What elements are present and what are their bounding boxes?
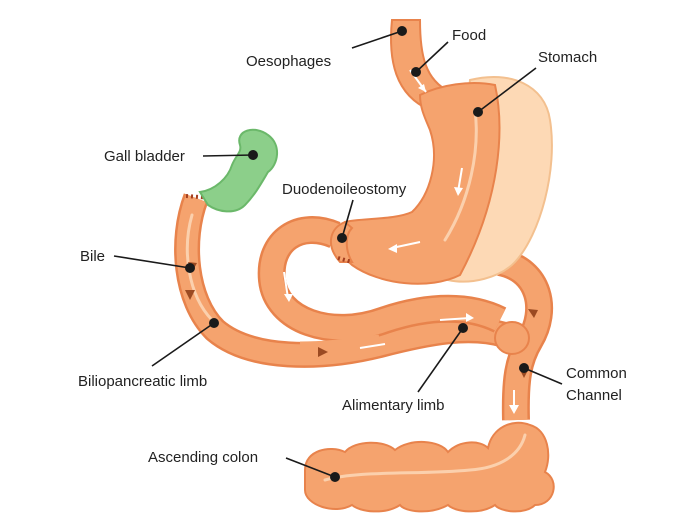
- flow-arrowhead-alimentary-3: [466, 313, 474, 322]
- dot-bile: [185, 263, 195, 273]
- flow-arrow-alimentary-1: [283, 271, 289, 299]
- flow-arrowhead-stomach-2: [388, 244, 397, 253]
- dot-ascending-colon: [330, 472, 340, 482]
- dot-biliopancreatic-limb: [209, 318, 219, 328]
- flow-arrowhead-oesophagus: [418, 84, 426, 92]
- dot-alimentary-limb: [458, 323, 468, 333]
- flow-arrow-alimentary-2: [359, 343, 386, 349]
- bile-flow-arrow-5: [528, 309, 538, 318]
- common-channel: [496, 248, 554, 421]
- leader-food: [415, 41, 449, 73]
- label-alimentary-limb: Alimentary limb: [342, 397, 445, 414]
- bile-flow-arrow-2: [185, 290, 195, 300]
- alimentary-limb: [257, 216, 530, 363]
- leader-oesophages: [351, 30, 403, 49]
- label-common-channel-line1: Common: [566, 365, 627, 382]
- leader-ascending-colon: [285, 457, 336, 478]
- label-duodenoileostomy: Duodenoileostomy: [282, 181, 407, 198]
- colon-highlight: [323, 433, 527, 482]
- leader-lines: [113, 26, 563, 482]
- leader-gall-bladder: [202, 154, 254, 157]
- label-bile: Bile: [80, 248, 105, 265]
- flow-arrowhead-alimentary-1: [284, 294, 293, 302]
- labels: Oesophages Food Stomach Gall bladder Duo…: [78, 27, 627, 466]
- stomach: [330, 19, 553, 285]
- leader-stomach: [477, 67, 537, 113]
- stomach-highlight: [443, 108, 478, 242]
- leader-duodenoileostomy: [341, 199, 354, 239]
- ascending-colon: [304, 421, 555, 513]
- leader-biliopancreatic-limb: [151, 322, 215, 367]
- dot-food: [411, 67, 421, 77]
- stomach-sleeve: [339, 82, 501, 285]
- label-oesophages: Oesophages: [246, 53, 331, 70]
- limb-junction: [494, 321, 530, 355]
- label-gall-bladder: Gall bladder: [104, 148, 185, 165]
- label-ascending-colon: Ascending colon: [148, 449, 258, 466]
- label-biliopancreatic-limb: Biliopancreatic limb: [78, 373, 207, 390]
- gall-bladder: [198, 128, 278, 213]
- leader-bile: [113, 255, 191, 269]
- leader-alimentary-limb: [417, 327, 464, 393]
- common-channel-fill: [496, 250, 551, 421]
- alimentary-limb-fill: [260, 218, 506, 340]
- label-common-channel-line2: Channel: [566, 387, 622, 404]
- gall-bladder-shape: [198, 128, 278, 213]
- dot-duodenoileostomy: [337, 233, 347, 243]
- dot-oesophages: [397, 26, 407, 36]
- dot-stomach: [473, 107, 483, 117]
- colon-body: [304, 421, 555, 513]
- flow-arrowhead-stomach-1: [454, 187, 463, 196]
- leader-common-channel: [523, 367, 563, 385]
- flow-arrow-alimentary-3: [439, 317, 471, 321]
- label-food: Food: [452, 27, 486, 44]
- flow-arrowhead-colon: [509, 405, 519, 414]
- bile-flow-arrow-3: [318, 347, 328, 357]
- dot-gall-bladder: [248, 150, 258, 160]
- dot-common-channel: [519, 363, 529, 373]
- label-stomach: Stomach: [538, 49, 597, 66]
